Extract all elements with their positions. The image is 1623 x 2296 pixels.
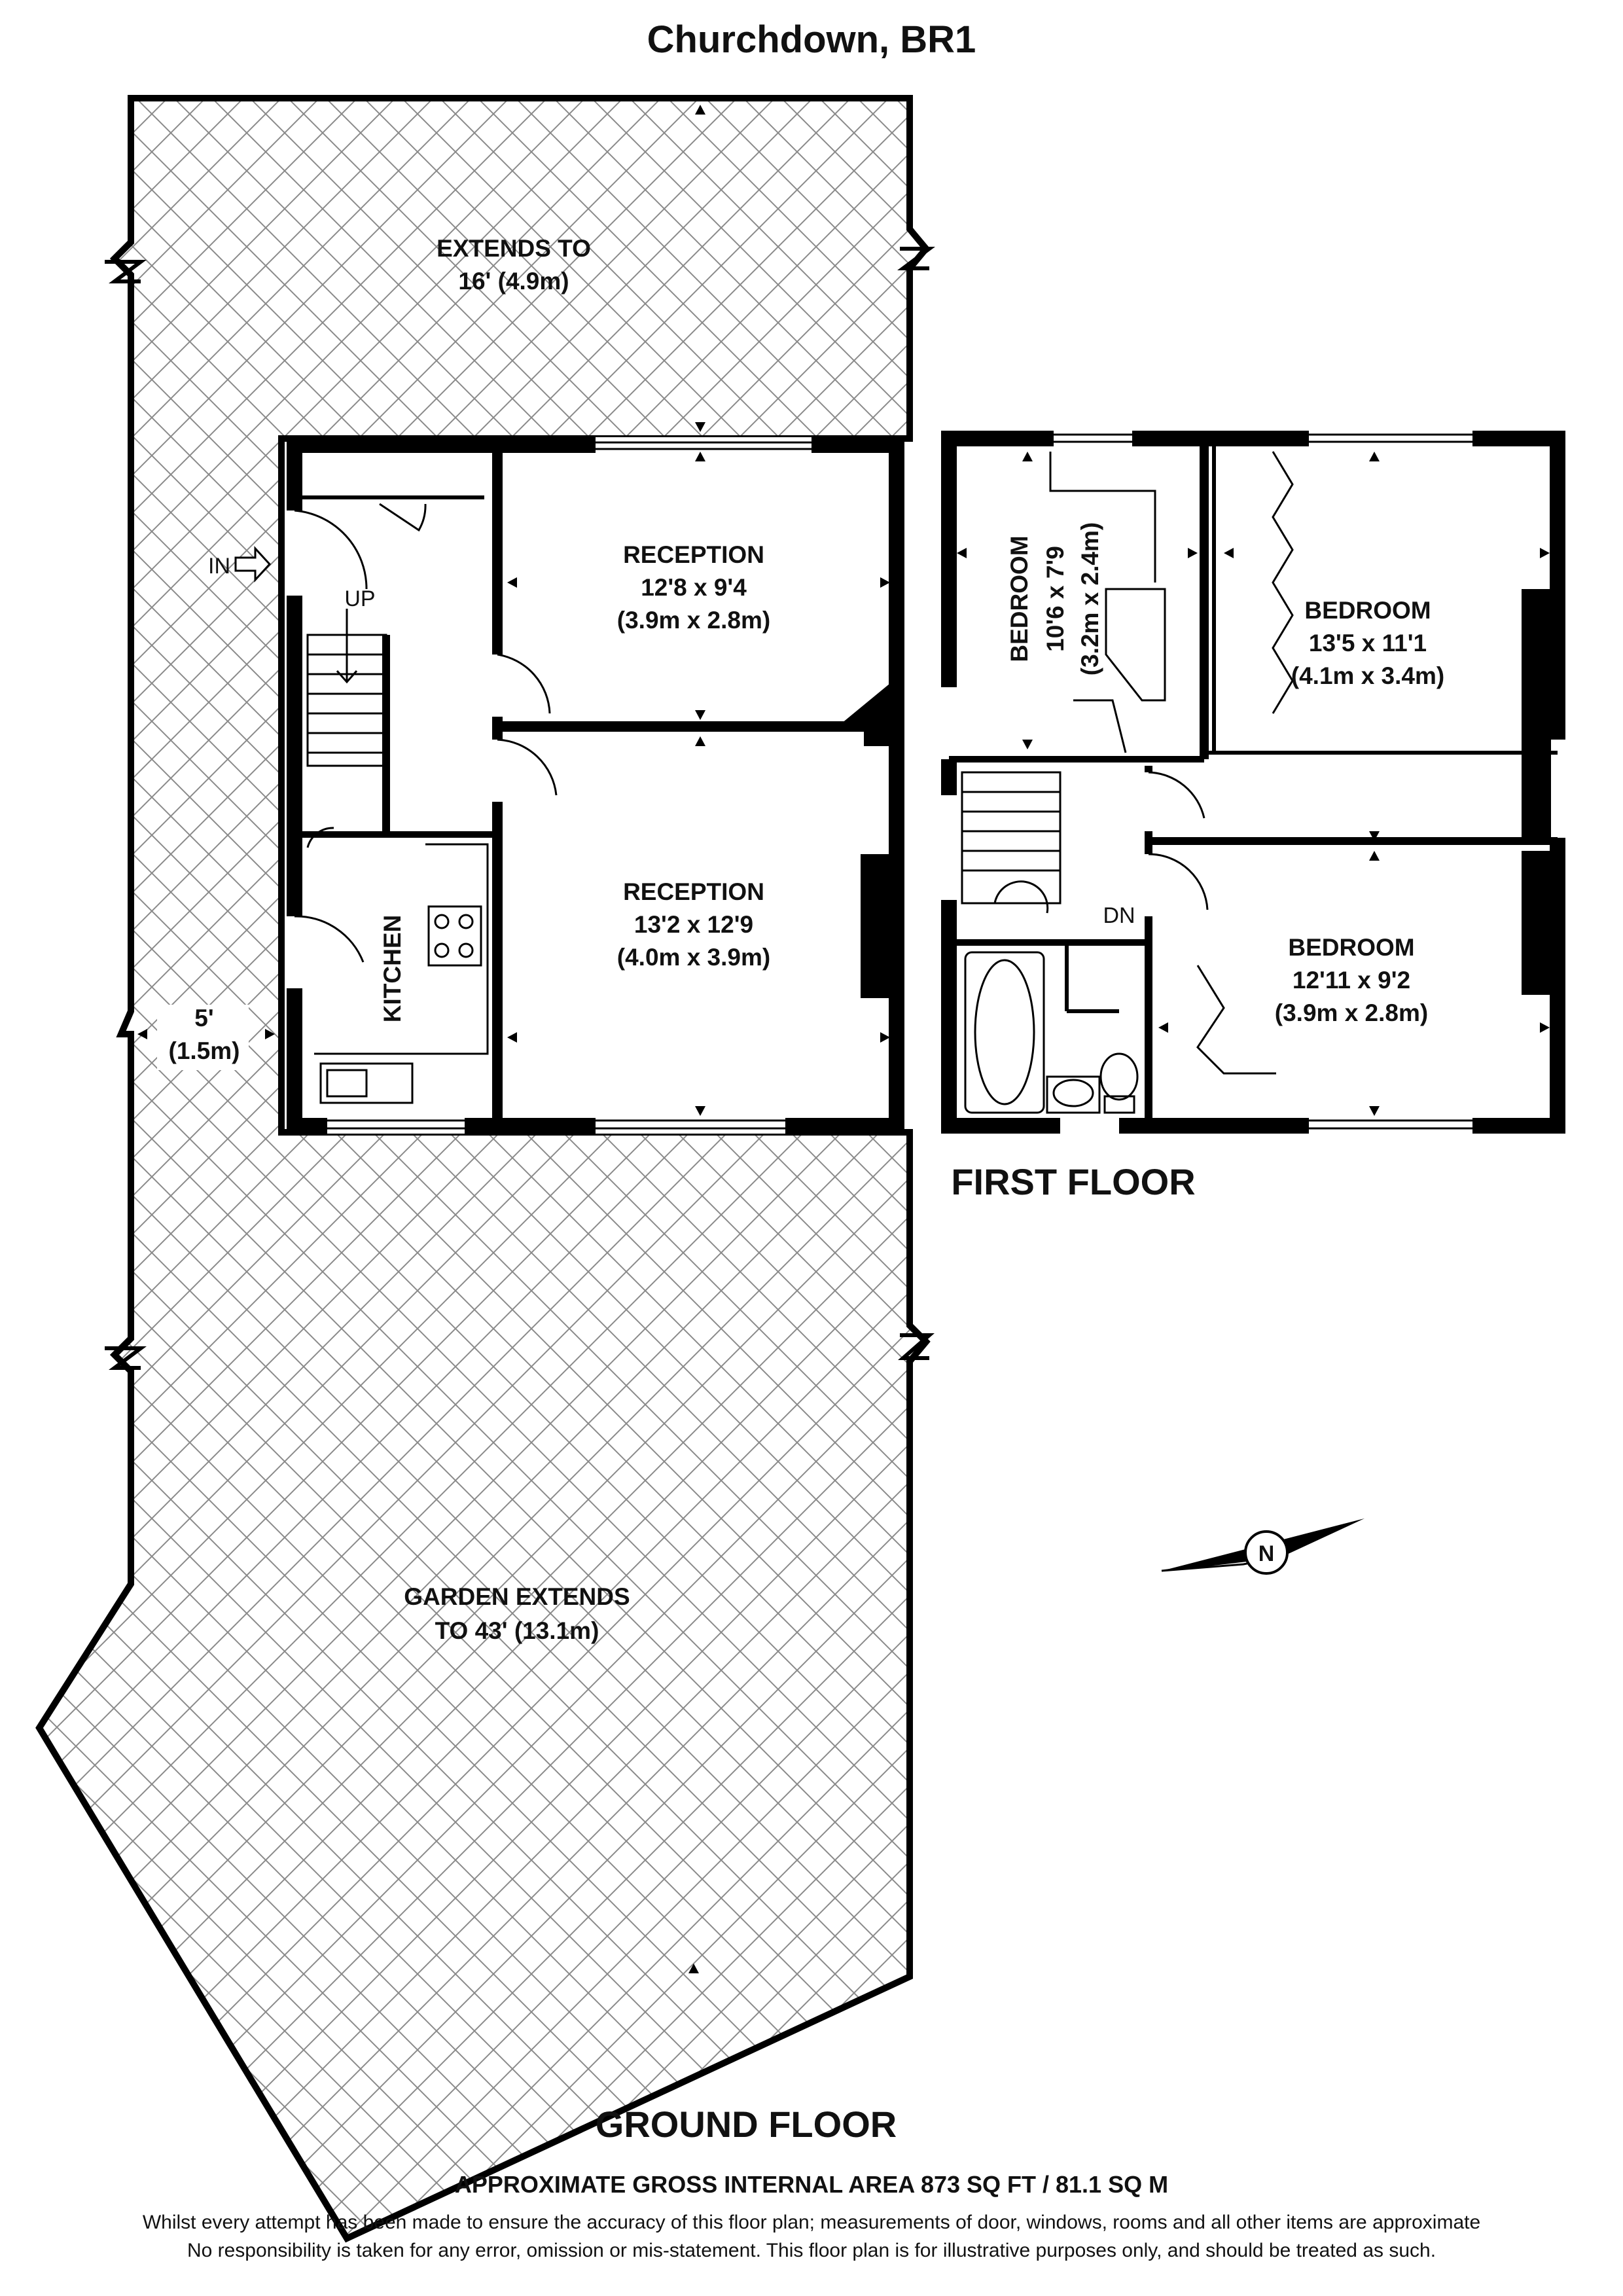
gross-area: APPROXIMATE GROSS INTERNAL AREA 873 SQ F… [455,2171,1168,2198]
outdoor-line-2: (1.5m) [169,1037,240,1064]
room-size-metric: (3.9m x 2.8m) [617,607,770,634]
room-name: RECEPTION [623,541,764,568]
room-bedroom-large: BEDROOM 13'5 x 11'1 (4.1m x 3.4m) [1291,597,1444,689]
compass-rose: N [1161,1518,1364,1575]
room-reception-1: RECEPTION 12'8 x 9'4 (3.9m x 2.8m) [617,541,770,634]
boundary-breaks [105,247,935,1370]
outdoor-label-rear: EXTENDS TO 16' (4.9m) [437,235,591,295]
room-size-imperial: 13'5 x 11'1 [1309,630,1427,656]
room-name: BEDROOM [1288,934,1414,961]
outdoor-line-2: TO 43' (13.1m) [435,1617,599,1644]
room-reception-2: RECEPTION 13'2 x 12'9 (4.0m x 3.9m) [617,878,770,971]
room-size-metric: (4.1m x 3.4m) [1291,662,1444,689]
plan-title: Churchdown, BR1 [647,18,976,61]
room-size-imperial: 12'8 x 9'4 [641,574,747,601]
stairs-down-label: DN [1103,903,1135,928]
first-floor-house [940,429,1565,1134]
disclaimer-line-2: No responsibility is taken for any error… [187,2240,1436,2261]
entrance-arrow [234,546,272,583]
room-size-imperial: 10'6 x 7'9 [1042,546,1069,652]
outdoor-label-side: 5' (1.5m) [157,1005,249,1070]
compass-letter: N [1258,1541,1275,1566]
room-size-metric: (3.9m x 2.8m) [1275,999,1428,1026]
first-floor-label: FIRST FLOOR [951,1161,1195,1202]
room-size-imperial: 12'11 x 9'2 [1293,967,1410,994]
room-measure-arrows [507,452,1550,1116]
room-bedroom-rear: BEDROOM 12'11 x 9'2 (3.9m x 2.8m) [1275,934,1428,1026]
room-name: BEDROOM [1006,535,1033,662]
room-bedroom-small: BEDROOM 10'6 x 7'9 (3.2m x 2.4m) [1006,522,1103,675]
front-garden-area [35,95,931,2243]
room-name: RECEPTION [623,878,764,905]
outdoor-label-garden: GARDEN EXTENDS TO 43' (13.1m) [404,1583,630,1644]
ground-floor-house [285,437,904,1134]
entrance-label: IN [208,554,230,579]
stairs-up-label: UP [344,586,375,611]
dimension-markers [137,105,705,1973]
ground-floor-label: GROUND FLOOR [596,2104,897,2145]
room-name: BEDROOM [1304,597,1431,624]
room-size-metric: (3.2m x 2.4m) [1077,522,1103,675]
disclaimer-line-1: Whilst every attempt has been made to en… [143,2212,1480,2233]
outdoor-line-1: EXTENDS TO [437,235,591,262]
outdoor-line-2: 16' (4.9m) [458,268,569,295]
room-kitchen: KITCHEN [379,915,406,1022]
outdoor-line-1: 5' [194,1005,213,1031]
outdoor-line-1: GARDEN EXTENDS [404,1583,630,1610]
room-size-metric: (4.0m x 3.9m) [617,944,770,971]
room-size-imperial: 13'2 x 12'9 [634,911,753,938]
